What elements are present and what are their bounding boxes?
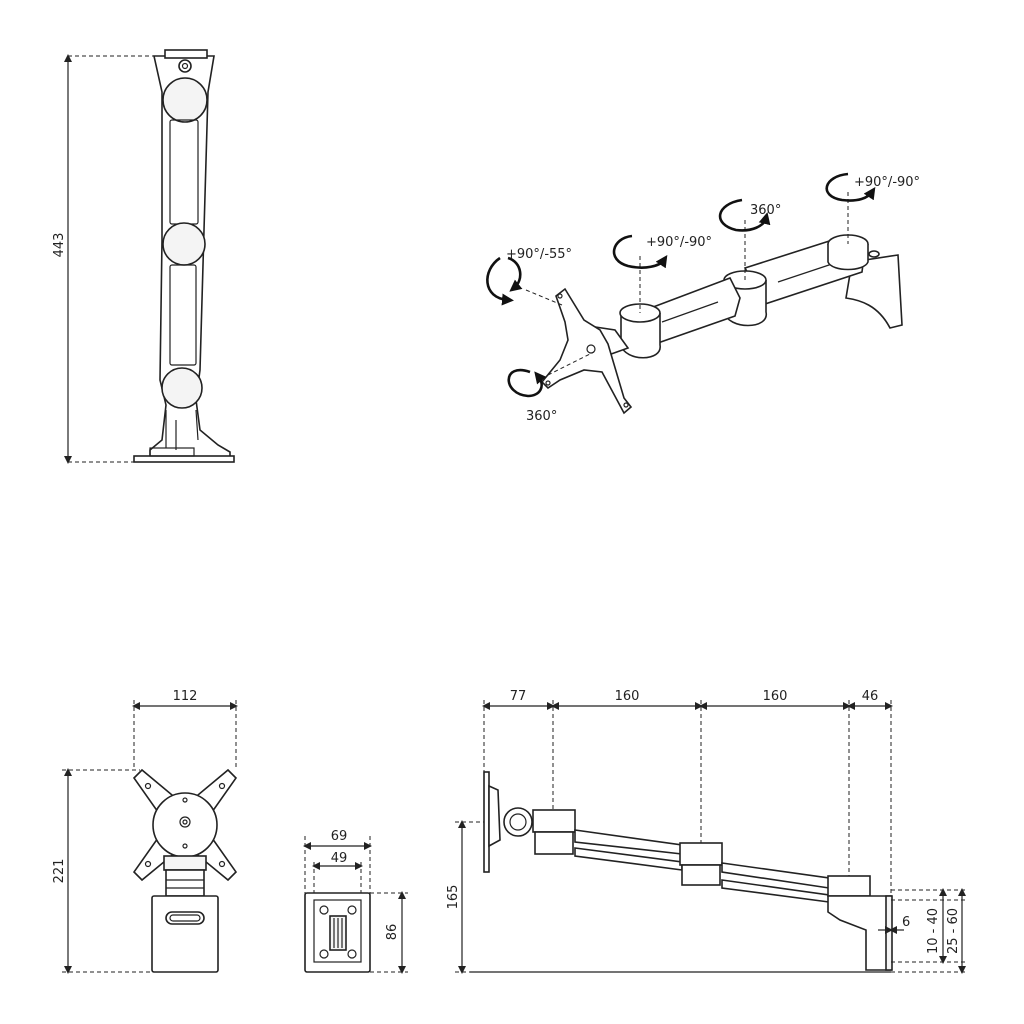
joint2-rotation-arrow bbox=[718, 198, 771, 232]
dim-front-height: 221 bbox=[52, 859, 67, 884]
clamp-view: 69 49 86 bbox=[303, 829, 408, 974]
pan-rotation-arrow bbox=[507, 368, 547, 398]
dim-clamp-width-outer: 69 bbox=[331, 829, 348, 844]
rotation-joint3-label: +90°/-90° bbox=[854, 175, 920, 190]
dim-desk-gap: 6 bbox=[902, 915, 910, 930]
side-view: 443 bbox=[52, 49, 235, 464]
dim-reach-height: 165 bbox=[446, 885, 461, 910]
isometric-view: +90°/-55° 360° +90°/-90° 360° +90°/-90° bbox=[486, 172, 920, 424]
reach-view: 77 160 160 46 165 10 - bbox=[446, 689, 968, 974]
joint3-rotation-arrow bbox=[825, 172, 876, 202]
dim-reach-1: 77 bbox=[510, 689, 527, 704]
rotation-joint2-label: 360° bbox=[750, 203, 781, 218]
tilt-rotation-arrow bbox=[486, 256, 514, 306]
dim-clamp-width-inner: 49 bbox=[331, 851, 348, 866]
dim-reach-4: 46 bbox=[862, 689, 879, 704]
dim-reach-3: 160 bbox=[763, 689, 788, 704]
rotation-joint1-label: +90°/-90° bbox=[646, 235, 712, 250]
dim-clamp-height: 86 bbox=[385, 924, 400, 941]
joint1-rotation-arrow bbox=[612, 234, 668, 269]
rotation-tilt-label: +90°/-55° bbox=[506, 247, 572, 262]
dim-front-width: 112 bbox=[173, 689, 198, 704]
front-view: 112 221 bbox=[52, 689, 238, 974]
rotation-pan-label: 360° bbox=[526, 409, 557, 424]
dim-reach-2: 160 bbox=[615, 689, 640, 704]
dim-desk-range-2: 25 - 60 bbox=[946, 908, 961, 954]
dim-side-height: 443 bbox=[52, 233, 67, 258]
dim-desk-range-1: 10 - 40 bbox=[926, 908, 941, 954]
